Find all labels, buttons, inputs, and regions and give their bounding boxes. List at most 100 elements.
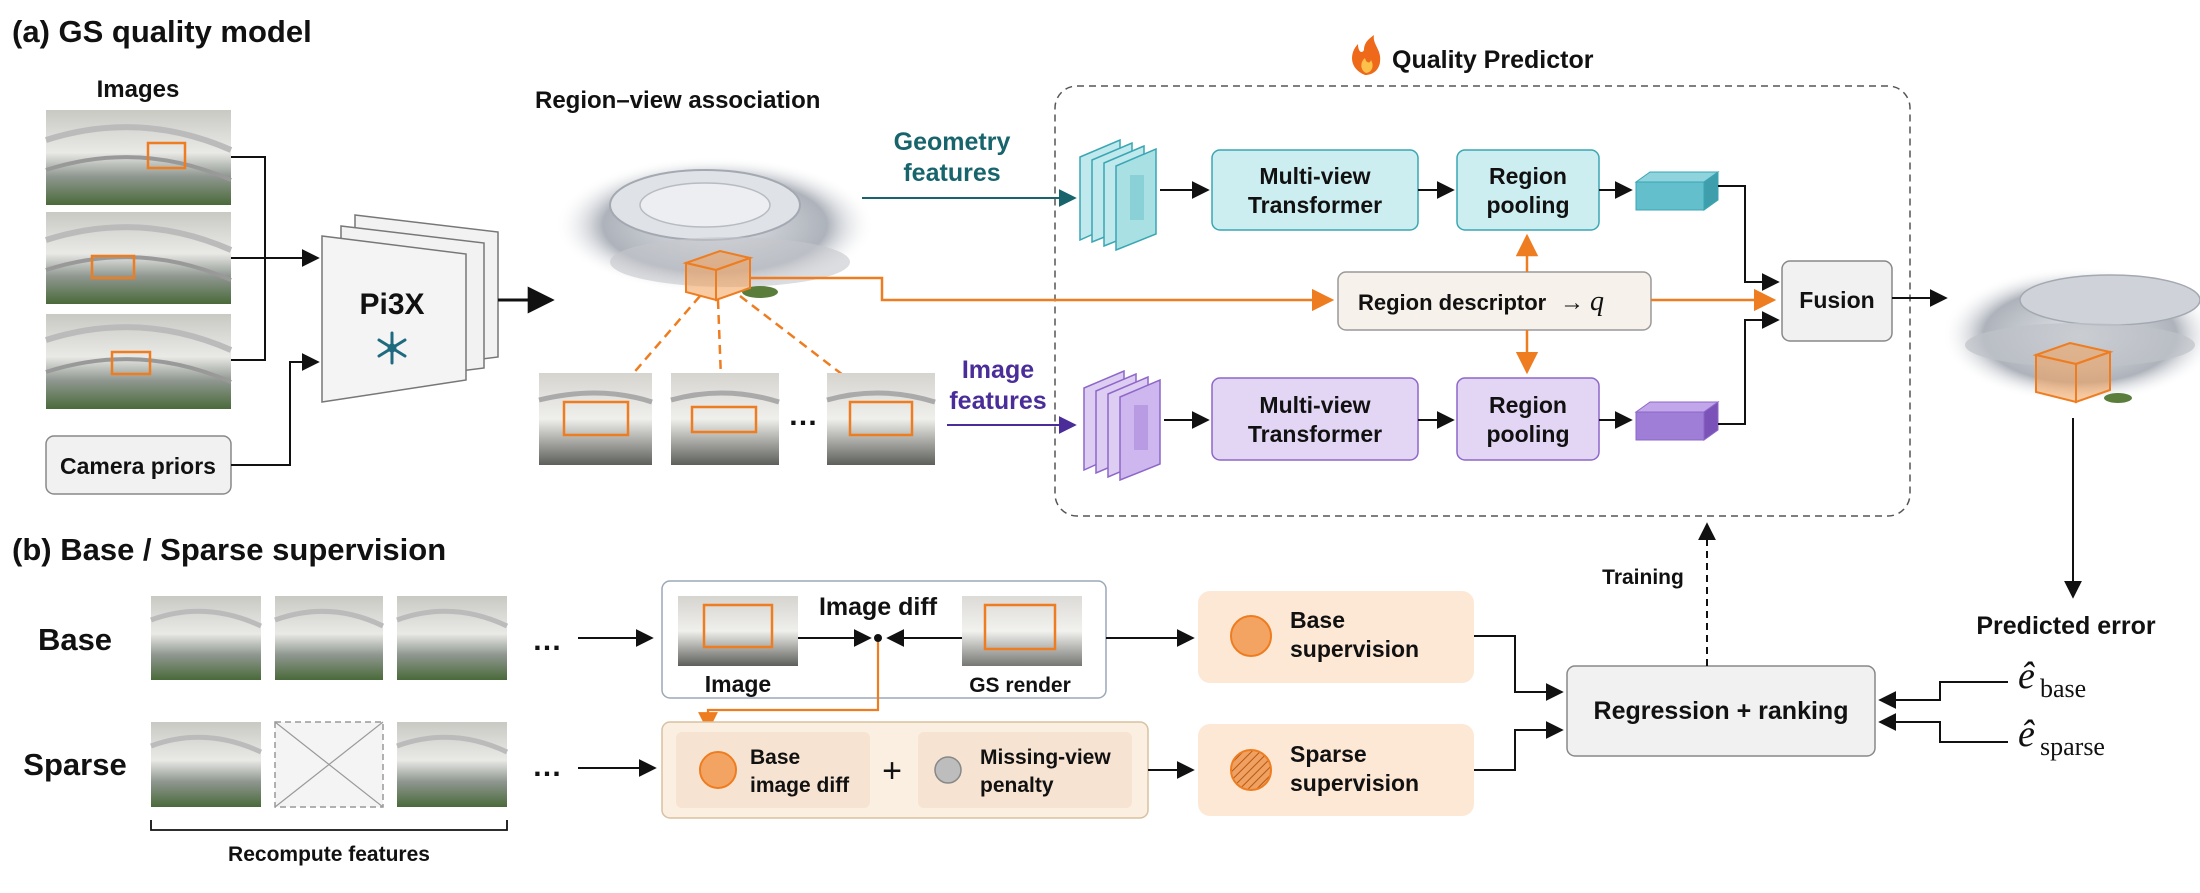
regression-label: Regression + ranking [1594, 697, 1849, 725]
e-base-subscript: base [2040, 674, 2086, 703]
plus-sign: + [882, 752, 902, 790]
pi3x-backbone [321, 214, 499, 403]
img-pooling-box [1456, 377, 1600, 461]
missing-view-panel [918, 732, 1132, 808]
geo-transformer-box [1211, 149, 1419, 231]
base-thumb-2 [274, 596, 385, 680]
view-image-2 [670, 373, 780, 465]
geo-vector-to-fusion-arrow [1718, 185, 1780, 291]
regression-box [1566, 665, 1876, 757]
image-features-label-line2: features [949, 387, 1046, 415]
camera-to-pi3x-arrow [231, 353, 320, 466]
predicted-error-label: Predicted error [1976, 612, 2156, 640]
base-supervision-dot [1230, 615, 1272, 657]
region-cube-center [682, 249, 754, 302]
missing-view-dot [934, 756, 962, 784]
img-pooling-line1: Region [1489, 392, 1567, 418]
base-supervision-box [1198, 591, 1474, 683]
input-image-3 [45, 314, 233, 409]
fusion-label: Fusion [1799, 287, 1874, 313]
e-sparse-subscript: sparse [2040, 732, 2105, 761]
missing-view-line1: Missing-view [980, 746, 1111, 769]
input-image-2 [45, 212, 233, 304]
region-descriptor-arrow: → [1560, 289, 1584, 316]
image-features-label-line1: Image [962, 356, 1034, 384]
geo-pooling-line1: Region [1489, 163, 1567, 189]
sparse-row-label: Sparse [23, 747, 126, 782]
quality-predictor-title: Quality Predictor [1392, 46, 1594, 74]
geo-pooling-box [1456, 149, 1600, 231]
geometry-feature-maps [1079, 138, 1157, 252]
base-image-diff-dot [699, 751, 737, 789]
view-ellipsis: … [788, 399, 818, 432]
input-image-1 [45, 110, 233, 205]
e-base-to-regression-arrow [1878, 681, 2008, 709]
region-descriptor-var: q [1590, 286, 1604, 317]
sparse-thumb-3 [396, 722, 509, 807]
img-transformer-box [1211, 377, 1419, 461]
gs-render-label: GS render [969, 674, 1071, 697]
association-line-2 [716, 299, 724, 406]
sparse-supervision-dot [1230, 749, 1272, 791]
img-transformer-line2: Transformer [1248, 421, 1382, 447]
section-b-title: (b) Base / Sparse supervision [12, 532, 446, 567]
diff-node [874, 634, 882, 642]
geo-transformer-line1: Multi-view [1259, 163, 1370, 189]
snowflake-icon [377, 331, 407, 365]
img-vector-to-fusion-arrow [1718, 311, 1780, 425]
geometry-features-label-line2: features [903, 159, 1000, 187]
img-pooled-vector [1634, 401, 1720, 441]
image-label: Image [705, 671, 771, 697]
flame-icon [1352, 35, 1381, 75]
cube-to-descriptor-arrow [750, 276, 1335, 312]
diff-to-base-image-diff-arrow [698, 642, 880, 732]
fusion-box [1781, 260, 1893, 342]
base-supervision-line2: supervision [1290, 636, 1419, 662]
geometry-features-label-line1: Geometry [894, 128, 1011, 156]
sparse-supervision-line2: supervision [1290, 770, 1419, 796]
base-row-label: Base [38, 622, 112, 657]
region-descriptor-label: Region descriptor [1358, 290, 1547, 315]
base-thumb-1 [150, 596, 263, 680]
base-image-diff-line1: Base [750, 746, 800, 769]
diff-render-thumb [962, 596, 1082, 666]
img-transformer-line1: Multi-view [1259, 392, 1370, 418]
recompute-bracket [150, 820, 508, 831]
base-sup-to-regression-arrow [1474, 635, 1564, 701]
e-sparse-symbol: ê [2018, 713, 2035, 755]
e-base-symbol: ê [2018, 655, 2035, 697]
e-sparse-to-regression-arrow [1878, 713, 2008, 743]
training-label: Training [1602, 566, 1684, 589]
sparse-supervision-box [1198, 724, 1474, 816]
sparse-supervision-line1: Sparse [1290, 741, 1367, 767]
base-thumb-3 [396, 596, 509, 680]
association-line-1 [605, 295, 701, 406]
geo-pooled-vector [1634, 171, 1720, 211]
image-diff-label: Image diff [819, 593, 938, 621]
missing-view-placeholder [274, 721, 384, 808]
base-image-diff-line2: image diff [750, 774, 850, 797]
recompute-label: Recompute features [228, 843, 430, 866]
view-image-1 [538, 373, 653, 465]
missing-view-line2: penalty [980, 774, 1054, 797]
image-feature-maps [1083, 369, 1161, 482]
geo-pooling-line2: pooling [1486, 192, 1569, 218]
section-a-title: (a) GS quality model [12, 14, 312, 49]
base-row-ellipsis: … [532, 624, 562, 657]
camera-priors-label: Camera priors [60, 453, 216, 479]
diff-image-thumb [678, 596, 798, 666]
view-image-3 [826, 373, 936, 465]
sparse-row-ellipsis: … [532, 750, 562, 783]
sparse-thumb-1 [150, 722, 263, 807]
region-view-label: Region–view association [535, 87, 820, 114]
region-cube-output [2032, 341, 2114, 404]
geo-transformer-line2: Transformer [1248, 192, 1382, 218]
img-pooling-line2: pooling [1486, 421, 1569, 447]
base-image-diff-panel [676, 732, 870, 808]
sparse-sup-to-regression-arrow [1474, 721, 1564, 771]
images-label: Images [97, 76, 180, 103]
pi3x-label: Pi3X [359, 288, 424, 321]
base-supervision-line1: Base [1290, 607, 1345, 633]
